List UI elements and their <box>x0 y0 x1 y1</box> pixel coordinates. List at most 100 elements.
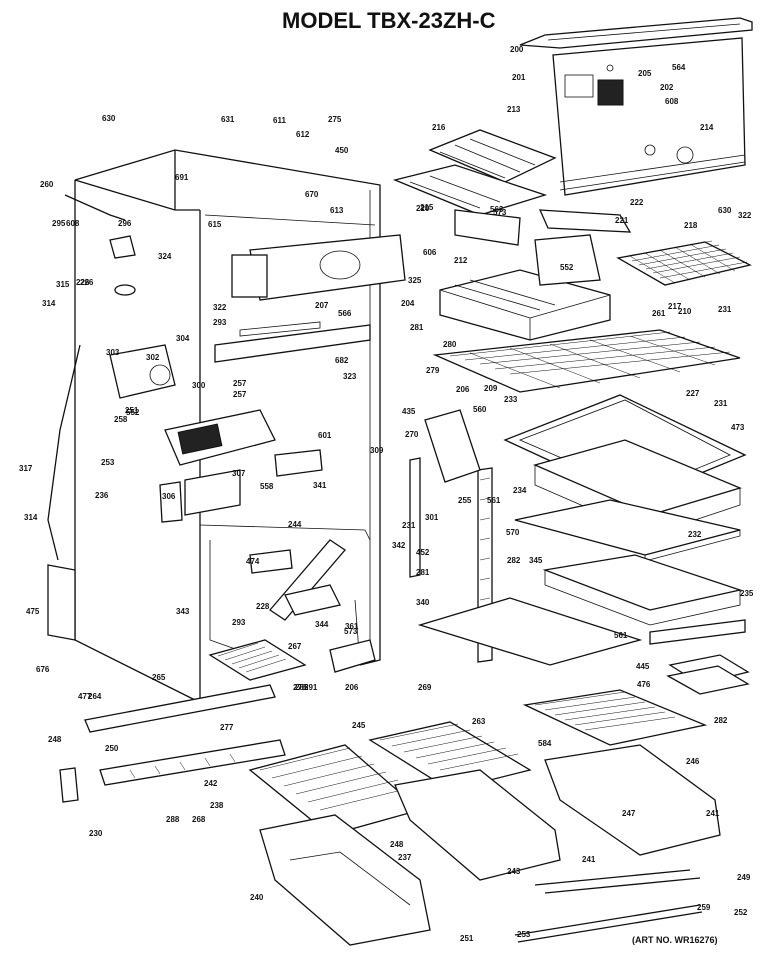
part-number-label: 210 <box>678 307 692 316</box>
part-number-label: 236 <box>95 491 109 500</box>
part-number-label: 227 <box>686 389 700 398</box>
part-number-label: 248 <box>48 735 62 744</box>
part-number-label: 201 <box>512 73 526 82</box>
part-number-label: 209 <box>484 384 498 393</box>
part-number-label: 214 <box>700 123 714 132</box>
plate-309 <box>274 449 323 477</box>
part-number-label: 281 <box>416 568 430 577</box>
part-number-label: 240 <box>250 893 264 902</box>
part-number-label: 205 <box>638 69 652 78</box>
part-number-label: 218 <box>684 221 698 230</box>
part-number-label: 226 <box>80 278 94 287</box>
diagram-title: MODEL TBX-23ZH-C <box>282 8 496 33</box>
part-number-label: 238 <box>210 801 224 810</box>
part-number-label: 301 <box>425 513 439 522</box>
part-number-label: 247 <box>622 809 636 818</box>
part-number-label: 682 <box>335 356 349 365</box>
part-number-label: 303 <box>106 348 120 357</box>
part-number-label: 477 <box>78 692 92 701</box>
rail-253 <box>409 457 421 578</box>
part-number-label: 213 <box>507 105 521 114</box>
bracket-317 <box>159 481 183 523</box>
bracket-220 <box>454 209 521 246</box>
part-number-label: 611 <box>273 116 286 125</box>
part-number-label: 323 <box>343 372 357 381</box>
part-number-label: 263 <box>472 717 486 726</box>
fan-445 <box>329 639 376 673</box>
part-number-label: 212 <box>454 256 468 265</box>
bracket-221 <box>538 209 632 233</box>
part-number-label: 566 <box>338 309 352 318</box>
part-number-label: 255 <box>458 496 472 505</box>
part-number-label: 558 <box>260 482 274 491</box>
part-number-label: 601 <box>318 431 332 440</box>
part-number-label: 233 <box>504 395 518 404</box>
part-number-label: 235 <box>740 589 754 598</box>
part-number-label: 243 <box>507 867 521 876</box>
part-number-label: 302 <box>146 353 160 362</box>
part-number-label: 475 <box>26 607 40 616</box>
part-number-label: 630 <box>102 114 116 123</box>
clip-226 <box>114 284 136 296</box>
part-number-label: 269 <box>418 683 432 692</box>
part-number-label: 228 <box>256 602 270 611</box>
part-number-label: 476 <box>637 680 651 689</box>
back-panel-assembly <box>519 17 753 196</box>
part-number-label: 573 <box>493 208 507 217</box>
hinge-291 <box>59 767 79 803</box>
cover-307 <box>184 469 241 516</box>
part-number-label: 268 <box>192 815 206 824</box>
part-number-label: 244 <box>288 520 302 529</box>
part-number-label: 291 <box>304 683 318 692</box>
part-number-label: 361 <box>345 622 359 631</box>
bin-215 <box>424 409 481 483</box>
tube-313 <box>47 344 81 561</box>
vent-219 <box>239 321 321 337</box>
part-number-label: 241 <box>582 855 596 864</box>
art-number: (ART NO. WR16276) <box>632 935 718 945</box>
part-number-label: 691 <box>175 173 189 182</box>
part-number-label: 249 <box>737 873 751 882</box>
part-number-label: 207 <box>315 301 329 310</box>
part-number-label: 309 <box>370 446 384 455</box>
part-number-label: 234 <box>513 486 527 495</box>
part-number-label: 230 <box>89 829 103 838</box>
part-number-label: 315 <box>56 280 70 289</box>
part-number-label: 317 <box>19 464 33 473</box>
part-number-label: 248 <box>390 840 404 849</box>
part-number-label: 245 <box>352 721 366 730</box>
part-number-label: 561 <box>614 631 628 640</box>
part-number-label: 296 <box>118 219 132 228</box>
part-number-label: 343 <box>176 607 190 616</box>
rail-277 <box>84 684 276 733</box>
part-number-label: 264 <box>88 692 102 701</box>
part-number-label: 561 <box>487 496 501 505</box>
part-number-label: 231 <box>714 399 728 408</box>
part-number-label: 270 <box>405 430 419 439</box>
crisper-drawer-241a <box>544 744 721 856</box>
part-number-label: 267 <box>288 642 302 651</box>
part-number-label: 341 <box>313 481 327 490</box>
shelf-343 <box>284 584 341 616</box>
part-number-label: 217 <box>668 302 682 311</box>
part-number-label: 631 <box>221 115 235 124</box>
part-number-label: 259 <box>697 903 711 912</box>
part-number-label: 325 <box>408 276 422 285</box>
wire-shelf-218 <box>616 240 752 286</box>
part-number-label: 278 <box>293 683 307 692</box>
part-number-label: 445 <box>636 662 650 671</box>
grille-268 <box>208 639 307 681</box>
part-number-label: 237 <box>398 853 412 862</box>
part-number-label: 222 <box>630 198 644 207</box>
part-number-label: 563 <box>490 205 504 214</box>
part-number-label: 307 <box>232 469 246 478</box>
part-number-label: 322 <box>213 303 227 312</box>
part-number-label: 246 <box>686 757 700 766</box>
rail-259 <box>534 869 691 886</box>
control-module <box>109 344 276 466</box>
part-number-label: 295 <box>52 219 66 228</box>
part-number-label: 251 <box>460 934 474 943</box>
part-number-label: 322 <box>738 211 752 220</box>
